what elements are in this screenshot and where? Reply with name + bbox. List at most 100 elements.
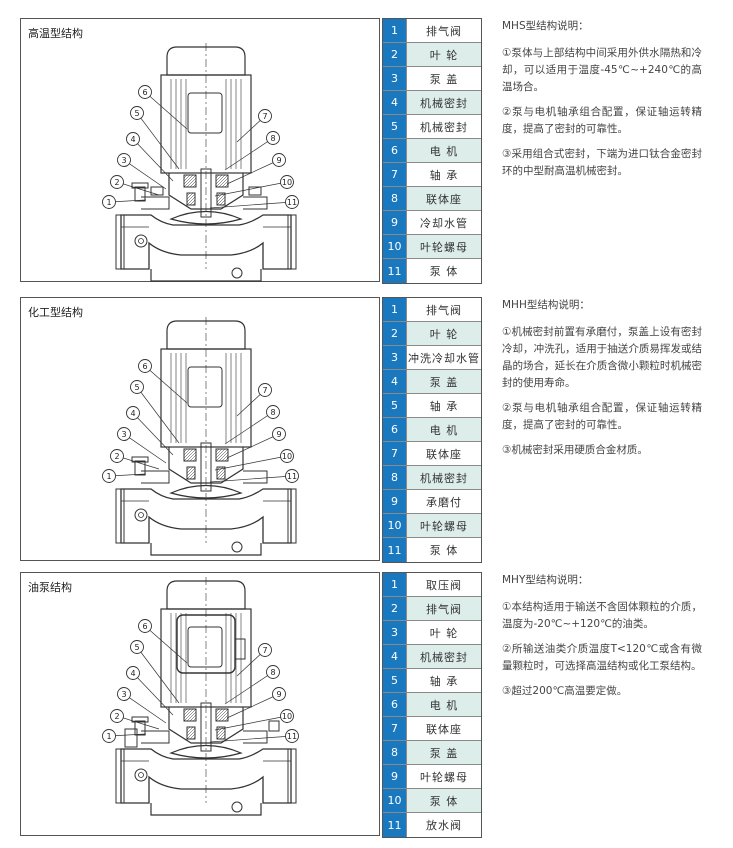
- part-number: 3: [383, 67, 407, 90]
- structure-description: MHY型结构说明：①本结构适用于输送不含固体颗粒的介质，温度为-20℃~+120…: [502, 572, 702, 708]
- callout-number: 3: [121, 156, 126, 165]
- part-name: 叶 轮: [407, 43, 481, 66]
- callout-5: 5: [130, 106, 180, 170]
- part-number: 10: [383, 235, 407, 258]
- callout-number: 6: [142, 88, 147, 97]
- callout-1: 1: [102, 729, 147, 743]
- callout-4: 4: [126, 132, 174, 182]
- callout-number: 10: [282, 712, 292, 721]
- coupling-bracket: [168, 173, 244, 210]
- callout-6: 6: [138, 619, 188, 664]
- part-name: 叶轮螺母: [407, 235, 481, 258]
- impeller: [169, 484, 243, 499]
- callout-number: 4: [130, 669, 135, 678]
- part-number: 7: [383, 163, 407, 186]
- callout-number: 5: [134, 383, 139, 392]
- callout-2: 2: [110, 175, 160, 196]
- part-name: 叶轮螺母: [407, 765, 481, 788]
- pump-casing: [120, 488, 292, 544]
- callout-10: 10: [214, 175, 294, 197]
- part-number: 9: [383, 211, 407, 234]
- part-number: 9: [383, 490, 407, 513]
- part-number: 10: [383, 789, 407, 812]
- part-number: 6: [383, 693, 407, 716]
- description-title: MHS型结构说明：: [502, 20, 589, 32]
- callout-8: 8: [224, 405, 280, 445]
- part-name: 排气阀: [407, 19, 481, 42]
- part-name: 冷却水管: [407, 211, 481, 234]
- description-title: MHY型结构说明：: [502, 574, 589, 586]
- callout-3: 3: [117, 427, 167, 464]
- structure-description: MHH型结构说明：①机械密封前置有承磨付，泵盖上设有密封冷却，冲洗孔，适用于抽送…: [502, 297, 702, 467]
- drain-plug: [134, 234, 148, 248]
- motor-cap: [166, 580, 246, 610]
- callout-2: 2: [110, 709, 160, 730]
- part-number: 5: [383, 115, 407, 138]
- callout-number: 6: [142, 622, 147, 631]
- part-name: 叶 轮: [407, 322, 481, 345]
- part-number: 2: [383, 322, 407, 345]
- callout-number: 5: [134, 643, 139, 652]
- coupling-bracket: [168, 447, 244, 484]
- part-name: 联体座: [407, 187, 481, 210]
- part-name: 排气阀: [407, 597, 481, 620]
- callout-number: 8: [270, 668, 275, 677]
- part-number: 1: [383, 19, 407, 42]
- callout-number: 7: [262, 646, 267, 655]
- callout-7: 7: [236, 383, 272, 417]
- callout-11: 11: [209, 195, 299, 209]
- callout-2: 2: [110, 449, 160, 470]
- callout-1: 1: [102, 195, 147, 209]
- drawing-title: 油泵结构: [28, 581, 72, 594]
- callout-number: 10: [282, 178, 292, 187]
- part-number: 8: [383, 187, 407, 210]
- coupling-bracket: [168, 707, 244, 744]
- callout-number: 5: [134, 109, 139, 118]
- part-name: 轴 承: [407, 394, 481, 417]
- drawing-title: 高温型结构: [28, 27, 83, 40]
- part-name: 机械密封: [407, 645, 481, 668]
- callout-4: 4: [126, 406, 174, 456]
- callout-7: 7: [236, 643, 272, 677]
- drain-plug: [134, 768, 148, 782]
- callout-number: 9: [276, 430, 281, 439]
- callout-number: 1: [106, 732, 111, 741]
- part-number: 5: [383, 669, 407, 692]
- part-name: 联体座: [407, 717, 481, 740]
- description-item: ③采用组合式密封，下端为进口钛合金密封环的中型耐高温机械密封。: [502, 148, 702, 177]
- description-item: ②所输送油类介质温度T<120℃或含有微量颗粒时，可选择高温结构或化工泵结构。: [502, 643, 702, 672]
- description-item: ①机械密封前置有承磨付，泵盖上设有密封冷却，冲洗孔，适用于抽送介质易挥发或结晶的…: [502, 326, 702, 389]
- callout-number: 1: [106, 198, 111, 207]
- part-number: 11: [383, 259, 407, 283]
- pump-casing: [120, 214, 292, 270]
- motor-body: [160, 348, 252, 448]
- part-number: 9: [383, 765, 407, 788]
- callout-number: 2: [114, 178, 119, 187]
- callout-number: 9: [276, 156, 281, 165]
- part-name: 机械密封: [407, 466, 481, 489]
- part-name: 轴 承: [407, 669, 481, 692]
- part-name: 放水阀: [407, 813, 481, 837]
